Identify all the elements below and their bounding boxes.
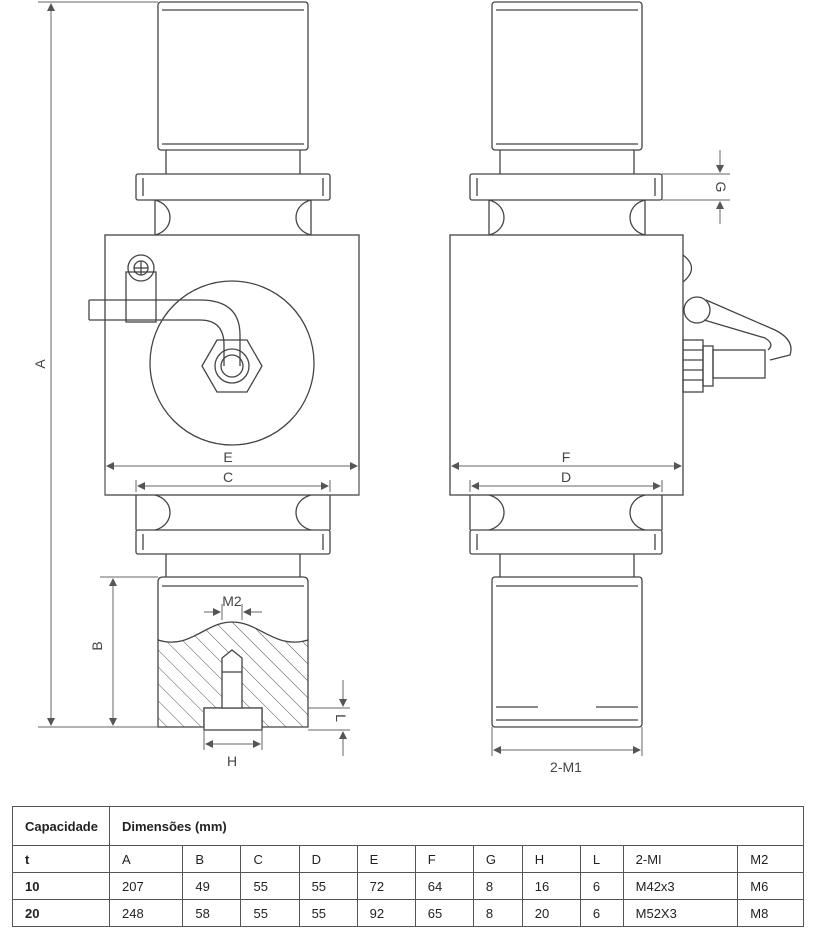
table-cell: 92 [356, 899, 416, 927]
table-cell: 65 [414, 899, 474, 927]
unit-cell: t [12, 845, 110, 873]
table-cell: 55 [240, 872, 300, 900]
column-header: L [579, 845, 624, 873]
table-cell: M8 [737, 899, 804, 927]
table-cell: 64 [414, 872, 474, 900]
table-row: 10 207 49 55 55 72 64 8 16 6 M42x3 M6 [12, 872, 804, 900]
table-cell: 55 [298, 872, 358, 900]
dim-label-d: D [561, 469, 571, 485]
table-cell: M52X3 [622, 899, 739, 927]
column-header: G [472, 845, 523, 873]
dimensions-table: Capacidade Dimensões (mm) t A B C D E F … [12, 806, 804, 927]
table-cell: M42x3 [622, 872, 739, 900]
table-cell: 20 [521, 899, 581, 927]
capacity-cell: 20 [12, 899, 110, 927]
table-row: 20 248 58 55 55 92 65 8 20 6 M52X3 M8 [12, 899, 804, 927]
bottom-hole [203, 707, 263, 731]
table-cell: 6 [579, 899, 624, 927]
dim-label-c: C [223, 469, 233, 485]
table-cell: 6 [579, 872, 624, 900]
table-cell: 207 [108, 872, 184, 900]
table-cell: 49 [182, 872, 242, 900]
table-cell: 58 [182, 899, 242, 927]
table-header-row: Capacidade Dimensões (mm) [12, 806, 804, 846]
dim-label-h: H [227, 753, 237, 769]
column-header: B [182, 845, 242, 873]
dim-label-l: L [333, 714, 349, 722]
table-cell: 16 [521, 872, 581, 900]
front-view [88, 1, 360, 640]
dim-label-f: F [562, 449, 571, 465]
table-cell: M6 [737, 872, 804, 900]
capacity-cell: 10 [12, 872, 110, 900]
column-header: H [521, 845, 581, 873]
dimensions-header: Dimensões (mm) [109, 806, 804, 846]
dim-label-g: G [713, 182, 729, 193]
column-header: C [240, 845, 300, 873]
table-cell: 55 [240, 899, 300, 927]
table-cell: 55 [298, 899, 358, 927]
capacity-header: Capacidade [12, 806, 110, 846]
dim-label-e: E [223, 449, 232, 465]
column-header: E [356, 845, 416, 873]
dim-label-m2: M2 [222, 593, 242, 609]
column-header: M2 [737, 845, 804, 873]
column-header: A [108, 845, 184, 873]
table-cell: 72 [356, 872, 416, 900]
table-units-row: t A B C D E F G H L 2-MI M2 [12, 845, 804, 873]
side-view [449, 1, 792, 728]
column-header: F [414, 845, 474, 873]
column-header: D [298, 845, 358, 873]
load-cell-technical-drawing: A B E C F D G M2 L H 2-M1 [32, 1, 792, 775]
column-header: 2-MI [622, 845, 739, 873]
dim-label-b: B [89, 641, 105, 650]
dim-label-2-m1: 2-M1 [550, 759, 582, 775]
dim-label-a: A [32, 359, 48, 369]
table-cell: 248 [108, 899, 184, 927]
table-cell: 8 [472, 899, 523, 927]
table-cell: 8 [472, 872, 523, 900]
